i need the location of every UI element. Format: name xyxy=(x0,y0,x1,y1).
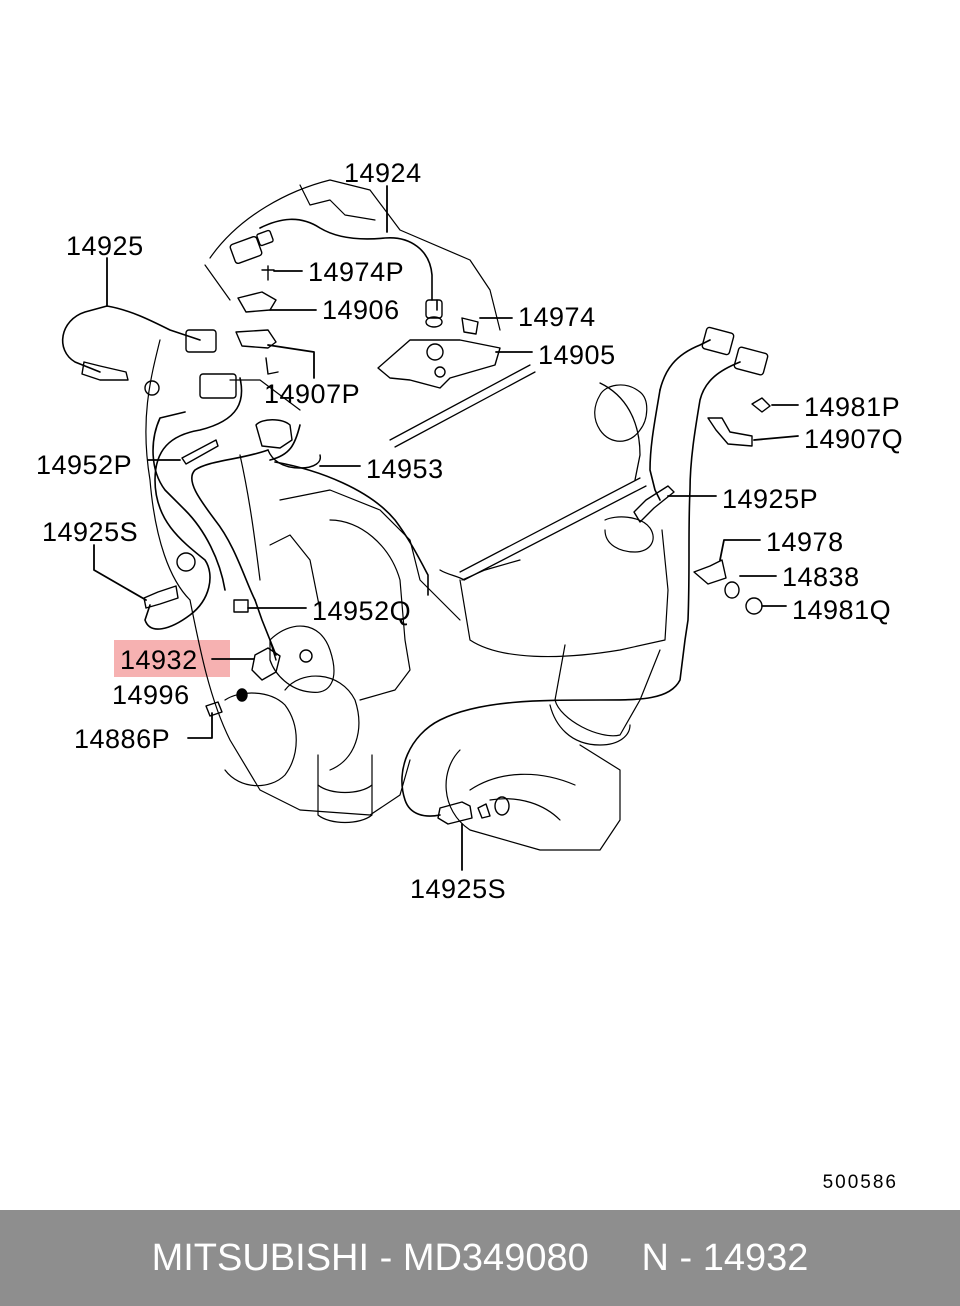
diagram-reference-number: 500586 xyxy=(822,1172,898,1193)
part-label-14981q[interactable]: 14981Q xyxy=(792,595,892,625)
part-label-14953[interactable]: 14953 xyxy=(366,454,444,484)
part-label-14838[interactable]: 14838 xyxy=(782,562,860,592)
catalytic-converter xyxy=(445,384,669,851)
part-label-14925s-bottom[interactable]: 14925S xyxy=(410,874,507,904)
engine-parts-diagram xyxy=(61,179,799,871)
part-label-14952q[interactable]: 14952Q xyxy=(312,596,412,626)
part-label-14981p[interactable]: 14981P xyxy=(804,392,901,422)
part-label-14907q[interactable]: 14907Q xyxy=(804,424,904,454)
parts xyxy=(81,229,771,825)
part-label-14978[interactable]: 14978 xyxy=(766,527,844,557)
part-label-14907p[interactable]: 14907P xyxy=(264,379,361,409)
highlight-box xyxy=(114,640,230,677)
wiring-harness xyxy=(61,218,741,817)
support-rods xyxy=(389,364,647,581)
leader-lines xyxy=(93,185,799,871)
part-label-14974[interactable]: 14974 xyxy=(518,302,596,332)
part-label-14924[interactable]: 14924 xyxy=(344,158,422,188)
part-label-14996[interactable]: 14996 xyxy=(112,680,190,710)
part-label-14925[interactable]: 14925 xyxy=(66,231,144,261)
part-label-14932[interactable]: 14932 xyxy=(120,645,198,675)
part-label-14925s-left[interactable]: 14925S xyxy=(42,517,139,547)
part-label-14906[interactable]: 14906 xyxy=(322,295,400,325)
part-label-14974p[interactable]: 14974P xyxy=(308,257,405,287)
part-label-14925p[interactable]: 14925P xyxy=(722,484,819,514)
part-label-14886p[interactable]: 14886P xyxy=(74,724,171,754)
engine-body xyxy=(145,179,501,824)
footer-bar: MITSUBISHI - MD349080 N - 14932 xyxy=(0,1210,960,1306)
footer-part-info: MITSUBISHI - MD349080 N - 14932 xyxy=(151,1236,809,1279)
part-label-14905[interactable]: 14905 xyxy=(538,340,616,370)
part-label-14952p[interactable]: 14952P xyxy=(36,450,133,480)
